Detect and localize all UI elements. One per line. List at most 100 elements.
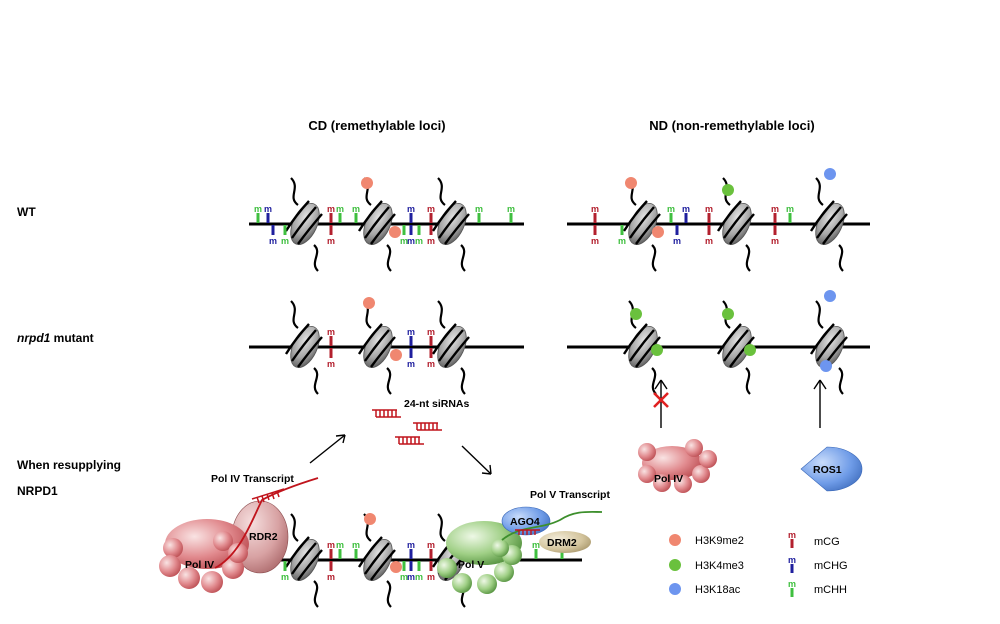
pol4-nd-label: Pol IV bbox=[654, 473, 683, 485]
mchh-mark bbox=[335, 540, 345, 559]
svg-text:m: m bbox=[788, 555, 796, 565]
ros1-label: ROS1 bbox=[813, 464, 842, 476]
pol4-subunit bbox=[159, 555, 181, 577]
mchh-mark bbox=[785, 204, 795, 223]
wt-nd-locus bbox=[567, 168, 870, 273]
legend-mchg-label: mCHG bbox=[814, 560, 848, 572]
mchh-mark bbox=[351, 204, 361, 223]
pol4-subunit bbox=[163, 538, 183, 558]
legend-h3k18ac-label: H3K18ac bbox=[695, 584, 741, 596]
pol5-subunit bbox=[452, 573, 472, 593]
header-cd: CD (remethylable loci) bbox=[308, 118, 445, 133]
mchh-mark bbox=[335, 204, 345, 223]
mchh-mark bbox=[414, 561, 424, 582]
mchh-mark bbox=[506, 204, 516, 223]
pol5-subunit bbox=[437, 558, 457, 578]
pol4-subunit bbox=[638, 443, 656, 461]
dsrna bbox=[251, 488, 285, 504]
h3k9me2-mark bbox=[390, 561, 402, 573]
ros1-enzyme bbox=[800, 446, 863, 492]
mutant-nd-locus bbox=[567, 290, 870, 396]
drm2-enzyme bbox=[539, 531, 591, 553]
legend-h3k4me3-swatch bbox=[669, 559, 681, 571]
sirna-duplex bbox=[413, 422, 442, 431]
legend-h3k18ac-swatch bbox=[669, 583, 681, 595]
pol4-subunit bbox=[213, 531, 233, 551]
h3k9me2-mark bbox=[361, 177, 373, 189]
row-label-resupply-1: When resupplying bbox=[17, 458, 121, 472]
pol4-label: Pol IV bbox=[185, 559, 214, 571]
sirna-duplex bbox=[372, 409, 401, 418]
sirna-duplex bbox=[395, 436, 424, 445]
h3k4me3-mark bbox=[744, 344, 756, 356]
mchg-mark bbox=[406, 348, 416, 369]
legend-h3k9me2-swatch bbox=[669, 534, 681, 546]
pol4-body bbox=[165, 519, 249, 569]
pol4-subunit bbox=[178, 567, 200, 589]
svg-text:m: m bbox=[788, 579, 796, 589]
sirna-arrows bbox=[309, 434, 492, 475]
h3k9me2-mark bbox=[390, 349, 402, 361]
drm2-label: DRM2 bbox=[547, 537, 577, 549]
h3k18ac-mark bbox=[820, 360, 832, 372]
wt-cd-locus bbox=[249, 176, 524, 273]
sirna-loaded bbox=[515, 529, 540, 535]
h3k9me2-mark bbox=[652, 226, 664, 238]
svg-text:m: m bbox=[788, 530, 796, 540]
h3k9me2-mark bbox=[389, 226, 401, 238]
mchg-mark bbox=[406, 561, 416, 582]
mchh-mark bbox=[666, 204, 676, 223]
mchh-mark bbox=[351, 540, 361, 559]
mchg-mark bbox=[268, 225, 278, 246]
pol4-subunit bbox=[685, 439, 703, 457]
h3k9me2-mark bbox=[363, 297, 375, 309]
pol4-transcript-label: Pol IV Transcript bbox=[211, 473, 294, 485]
row-label-resupply-2: NRPD1 bbox=[17, 484, 58, 498]
mutant-suffix: mutant bbox=[50, 331, 93, 345]
pol5-label: Pol V bbox=[458, 559, 484, 571]
legend: H3K9me2 H3K4me3 H3K18ac m mCG m mCHG m m… bbox=[669, 530, 848, 597]
mchh-mark bbox=[414, 225, 424, 246]
mchh-mark bbox=[474, 204, 484, 223]
pol4-subunit bbox=[638, 465, 656, 483]
mutant-gene: nrpd1 bbox=[17, 331, 51, 345]
mchg-mark bbox=[263, 204, 273, 223]
legend-mchg-swatch: m bbox=[788, 555, 796, 573]
mchg-mark bbox=[672, 225, 682, 246]
sirna-label: 24-nt siRNAs bbox=[404, 398, 470, 410]
mchg-mark bbox=[406, 540, 416, 559]
arrow-from-sirna bbox=[461, 445, 492, 475]
arrowhead bbox=[481, 464, 492, 475]
mchg-mark bbox=[406, 204, 416, 223]
legend-mcg-swatch: m bbox=[788, 530, 796, 548]
legend-mchh-label: mCHH bbox=[814, 584, 847, 596]
mchh-mark bbox=[531, 540, 541, 559]
pol5-subunit bbox=[491, 539, 509, 557]
pol4-subunit bbox=[201, 571, 223, 593]
h3k9me2-mark bbox=[364, 513, 376, 525]
pol5-complex: Pol V DRM2 AGO4 Pol V Transcript bbox=[437, 489, 610, 594]
pol5-transcript-label: Pol V Transcript bbox=[530, 489, 610, 501]
pol5-subunit bbox=[477, 574, 497, 594]
h3k18ac-mark bbox=[824, 168, 836, 180]
row-label-mutant: nrpd1 mutant bbox=[17, 331, 94, 345]
arrowhead bbox=[813, 379, 827, 390]
mchg-mark bbox=[406, 225, 416, 246]
mchg-mark bbox=[681, 204, 691, 223]
rdr2-label: RDR2 bbox=[249, 531, 278, 543]
ago4-protein bbox=[501, 506, 551, 536]
nd-resupply: Pol IV ROS1 bbox=[638, 379, 863, 493]
pol4-subunit bbox=[653, 474, 671, 492]
mchg-mark bbox=[406, 327, 416, 346]
pol4-subunit bbox=[674, 475, 692, 493]
sirna-group: 24-nt siRNAs bbox=[372, 398, 470, 445]
arrowhead bbox=[654, 379, 668, 390]
pol5-subunit bbox=[494, 562, 514, 582]
legend-mchh-swatch: m bbox=[788, 579, 796, 597]
h3k4me3-mark bbox=[722, 184, 734, 196]
h3k9me2-mark bbox=[625, 177, 637, 189]
pol4-subunit bbox=[228, 543, 248, 563]
inhibit-x-icon bbox=[653, 392, 669, 408]
legend-mcg-label: mCG bbox=[814, 536, 840, 548]
